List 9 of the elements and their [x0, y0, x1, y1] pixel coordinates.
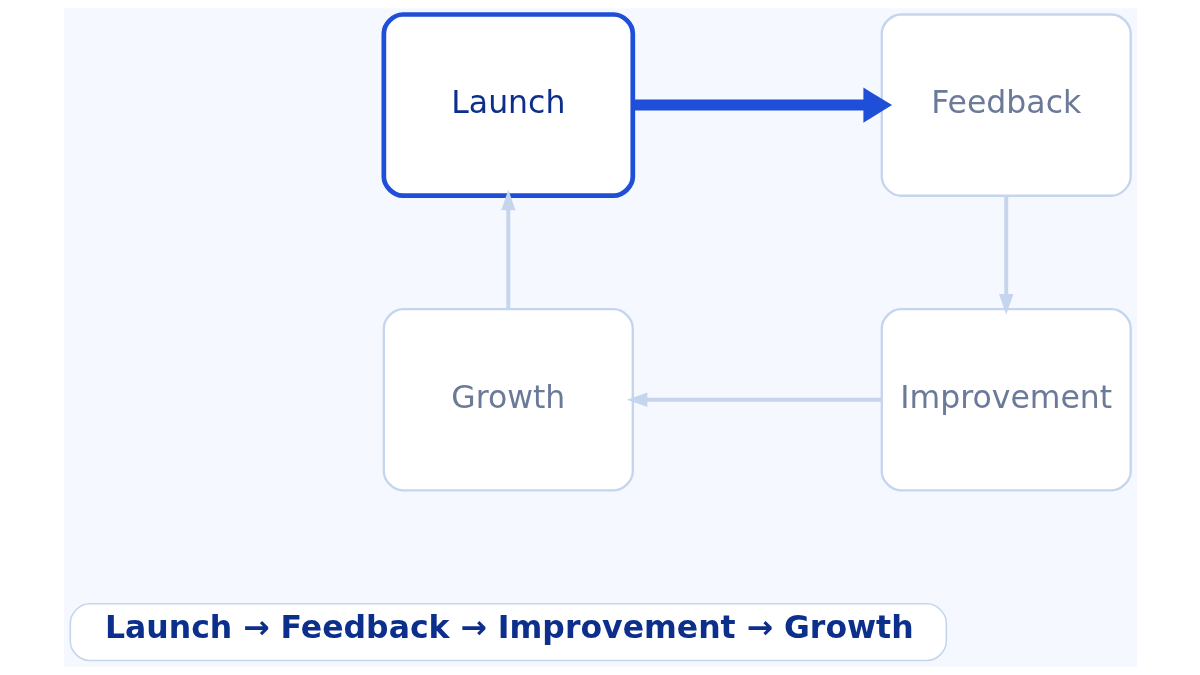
arrow: [632, 87, 892, 123]
label: Launch → Feedback → Improvement → Growth: [104, 609, 914, 646]
node-box: Launch: [381, 12, 635, 199]
node-box: Improvement: [880, 307, 1132, 492]
arrow: [500, 189, 515, 309]
node-box: Feedback: [880, 13, 1132, 197]
arrow: [998, 195, 1013, 315]
node-box: Growth: [382, 307, 634, 492]
arrow: [626, 392, 881, 407]
